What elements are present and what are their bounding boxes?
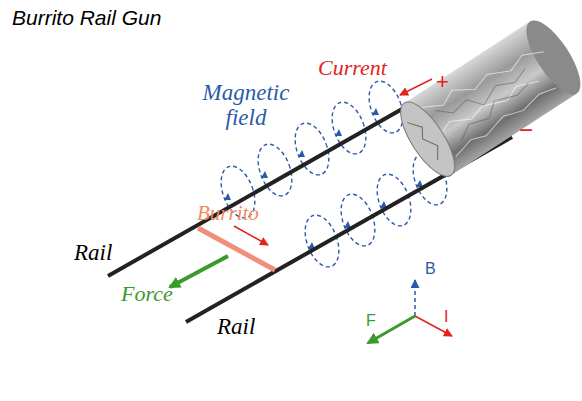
force-arrow	[170, 256, 228, 287]
burrito-label: Burrito	[197, 202, 259, 225]
field-label: Magnetic field	[186, 80, 306, 131]
current-input-arrow	[400, 79, 432, 95]
negative-terminal: −	[519, 117, 533, 143]
rail-label: Rail	[74, 240, 112, 265]
force-label: Force	[121, 282, 173, 306]
current-label: Current	[318, 56, 387, 80]
foil-burrito	[391, 13, 582, 184]
upper-rail	[108, 92, 432, 276]
positive-terminal: +	[436, 70, 449, 94]
diagram-title: Burrito Rail Gun	[12, 6, 161, 29]
axis-label: F	[366, 312, 376, 330]
current-arrow	[234, 226, 268, 245]
axis-label: B	[425, 260, 436, 278]
axis-label: I	[444, 308, 448, 326]
rail-label: Rail	[217, 314, 255, 339]
b-axis	[414, 280, 416, 316]
